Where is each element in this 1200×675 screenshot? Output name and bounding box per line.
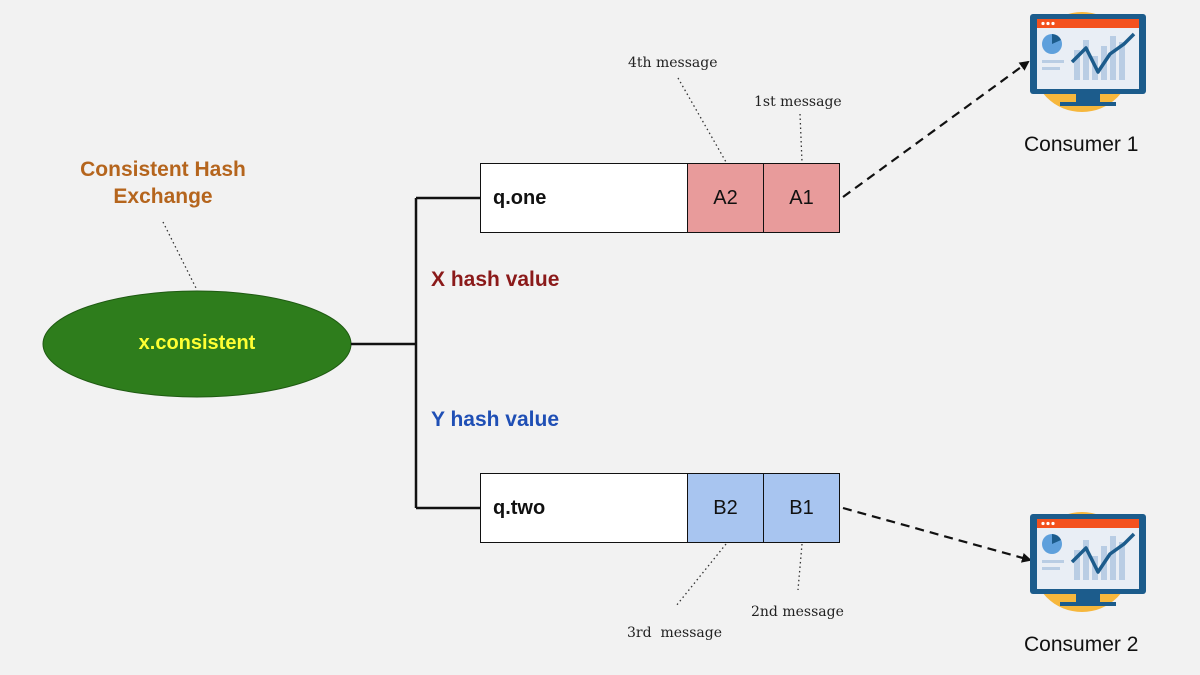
exchange-title-leader: [162, 221, 198, 291]
queue-name: q.one: [493, 186, 547, 209]
annotation-4th-message: 4th message: [628, 55, 718, 71]
second-message-leader: [797, 543, 803, 591]
message-b1[interactable]: B1: [763, 474, 839, 542]
exchange-title: Consistent Hash Exchange: [60, 156, 266, 210]
queue-q-one[interactable]: q.one A2 A1: [480, 163, 840, 233]
monitor-chart-icon[interactable]: [1028, 10, 1148, 114]
message-b2[interactable]: B2: [687, 474, 763, 542]
fourth-message-leader: [677, 77, 727, 163]
consumer-1-label: Consumer 1: [1024, 133, 1139, 156]
exchange-title-line-1: Consistent Hash: [80, 158, 246, 181]
annotation-3rd-message: 3rd message: [627, 625, 722, 641]
exchange-name: x.consistent: [138, 332, 256, 354]
message-a2[interactable]: A2: [687, 164, 763, 232]
exchange-title-line-2: Exchange: [113, 185, 213, 208]
q-one-to-consumer-1-arrow: [842, 60, 1030, 198]
first-message-leader: [799, 113, 803, 163]
queue-q-two[interactable]: q.two B2 B1: [480, 473, 840, 543]
q-two-to-consumer-2-arrow: [842, 506, 1032, 563]
monitor-chart-icon[interactable]: [1028, 510, 1148, 614]
annotation-1st-message: 1st message: [754, 94, 842, 110]
annotation-2nd-message: 2nd message: [751, 604, 844, 620]
third-message-leader: [675, 543, 727, 607]
x-hash-label: X hash value: [431, 268, 560, 291]
y-hash-label: Y hash value: [431, 408, 560, 431]
message-a1[interactable]: A1: [763, 164, 839, 232]
consumer-2-label: Consumer 2: [1024, 633, 1139, 656]
queue-name: q.two: [493, 496, 546, 519]
